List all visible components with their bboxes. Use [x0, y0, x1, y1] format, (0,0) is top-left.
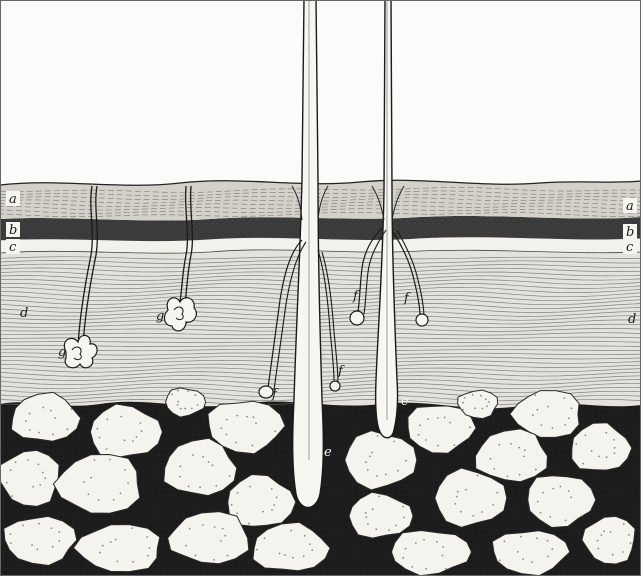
label-b-left: b [9, 223, 17, 238]
label-c-left: c [9, 240, 17, 255]
label-a-right: a [626, 199, 634, 214]
label-e-left: e [324, 445, 332, 460]
label-g1: g [58, 345, 66, 360]
label-b-right: b [626, 225, 634, 240]
label-c-right: c [626, 240, 634, 255]
label-g2: g [156, 309, 164, 324]
label-e-right: e [401, 394, 409, 409]
label-d-right: d [628, 312, 636, 327]
label-d-left: d [20, 306, 28, 321]
label-a-left: a [9, 192, 17, 207]
